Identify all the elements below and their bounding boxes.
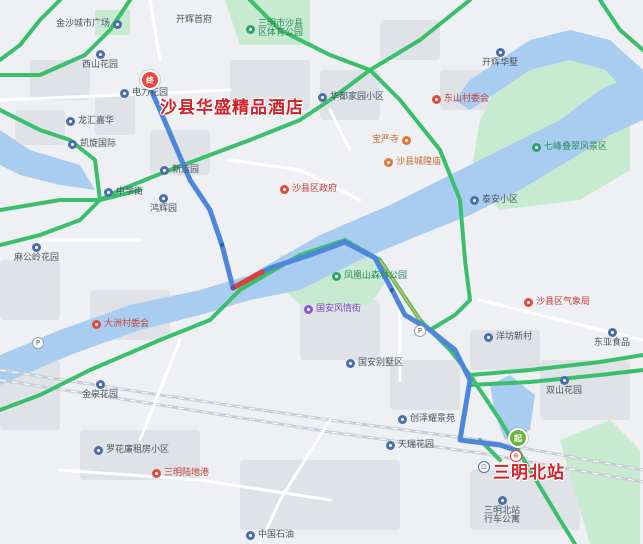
poi-xinyun[interactable]: 新运园	[160, 166, 199, 175]
shopping-icon	[304, 305, 313, 314]
poi-sanmingbeizhan-apt[interactable]: 三明北站 行车公寓	[484, 496, 520, 525]
poi-pin-icon	[484, 333, 493, 342]
poi-qixiangju[interactable]: 沙县区气象局	[524, 298, 590, 307]
poi-xishanhuayuan[interactable]: 西山花园	[82, 50, 118, 70]
poi-kaihui[interactable]: 开辉首府	[176, 15, 213, 25]
bus-icon	[104, 188, 113, 197]
poi-pin-icon	[95, 50, 105, 59]
train-icon: ⊡	[478, 461, 490, 473]
poi-chenghuangmiao[interactable]: 沙县城隍庙	[384, 158, 441, 167]
poi-guoanbieshu[interactable]: 国安别墅区	[346, 359, 403, 368]
poi-zhongguoshiyou[interactable]: 中国石油	[246, 531, 294, 540]
parking-icon: P	[414, 325, 426, 337]
poi-pin-icon	[470, 196, 479, 205]
route-start-marker[interactable]: 起	[508, 428, 528, 448]
poi-luohualian[interactable]: 罗花廉租房小区	[94, 446, 169, 455]
poi-pin-icon	[497, 496, 507, 505]
poi-dongyasp[interactable]: 东亚食品	[594, 328, 630, 348]
park-icon	[246, 24, 255, 34]
poi-pin-icon	[113, 20, 123, 29]
poi-pin-icon	[95, 380, 105, 389]
route-start-label: 三明北站	[493, 463, 565, 483]
park-icon	[532, 143, 541, 152]
poi-kaixuan[interactable]: 凯旋国际	[68, 140, 116, 149]
park-icon	[332, 272, 341, 281]
poi-chuangze[interactable]: 创泽耀景苑	[398, 415, 455, 424]
parking-icon: P	[32, 337, 44, 349]
poi-baoshansi[interactable]: 宝严寺	[372, 136, 412, 145]
poi-diancheng[interactable]: 电力花园	[120, 89, 168, 98]
poi-pin-icon	[68, 140, 77, 149]
poi-pin-icon	[66, 117, 75, 126]
poi-qifengshan[interactable]: 七峰叠翠风景区	[532, 143, 607, 152]
poi-pin-icon	[386, 441, 395, 450]
poi-pin-icon	[160, 166, 169, 175]
poi-pin-icon	[559, 376, 569, 385]
poi-huadu[interactable]: 华都家园小区	[318, 93, 384, 102]
poi-pin-icon	[318, 93, 327, 102]
route-end-label: 沙县华盛精品酒店	[160, 98, 304, 118]
temple-icon	[384, 158, 393, 167]
poi-dazhou[interactable]: 大洲村委会	[92, 320, 149, 329]
temple-icon	[402, 136, 412, 145]
poi-taian[interactable]: 泰安小区	[470, 196, 518, 205]
train-station-icon: ⊕	[510, 450, 522, 462]
poi-pin-icon	[152, 469, 161, 478]
poi-longhui[interactable]: 龙汇嘉华	[66, 117, 114, 126]
poi-pin-icon	[94, 446, 103, 455]
gas-station-icon	[246, 531, 255, 540]
poi-magongling[interactable]: 麻公岭花园	[14, 243, 59, 263]
poi-pin-icon	[280, 185, 289, 194]
poi-pin-icon	[159, 194, 168, 203]
poi-shuangshan[interactable]: 双山花园	[546, 376, 582, 396]
poi-dongshan[interactable]: 东山村委会	[432, 95, 489, 104]
poi-pin-icon	[346, 359, 355, 368]
poi-tianrui[interactable]: 天瑞花园	[386, 441, 434, 450]
poi-tiyuhuodong[interactable]: 三明市沙县 区体育公园	[246, 20, 303, 38]
poi-zhongxuehou[interactable]: 中学街	[104, 188, 143, 197]
poi-fenghuangshan[interactable]: 凤凰山森林公园	[332, 272, 407, 281]
poi-sanmingludigang[interactable]: 三明陆地港	[152, 469, 209, 478]
poi-pin-icon	[120, 89, 129, 98]
poi-pin-icon	[32, 243, 41, 252]
route-end-marker[interactable]: 终	[140, 70, 160, 90]
poi-pin-icon	[524, 298, 533, 307]
poi-pin-icon	[398, 415, 407, 424]
poi-honghuiyuan[interactable]: 鸿辉园	[150, 194, 177, 214]
poi-pin-icon	[92, 320, 101, 329]
poi-pin-icon	[607, 328, 617, 337]
poi-guoanfengqing[interactable]: 国安风情街	[304, 305, 361, 314]
poi-pin-icon	[495, 48, 505, 57]
poi-pin-icon	[432, 95, 441, 104]
poi-jinquan[interactable]: 金泉花园	[82, 380, 118, 400]
poi-shaxianzhengfu[interactable]: 沙县区政府	[280, 185, 337, 194]
poi-kaihuafiltered[interactable]: 开辉华墅	[482, 48, 518, 68]
poi-yangfangxincun[interactable]: 洋坊新村	[484, 333, 532, 342]
poi-jinshacheng[interactable]: 金沙城市广场	[56, 20, 123, 29]
